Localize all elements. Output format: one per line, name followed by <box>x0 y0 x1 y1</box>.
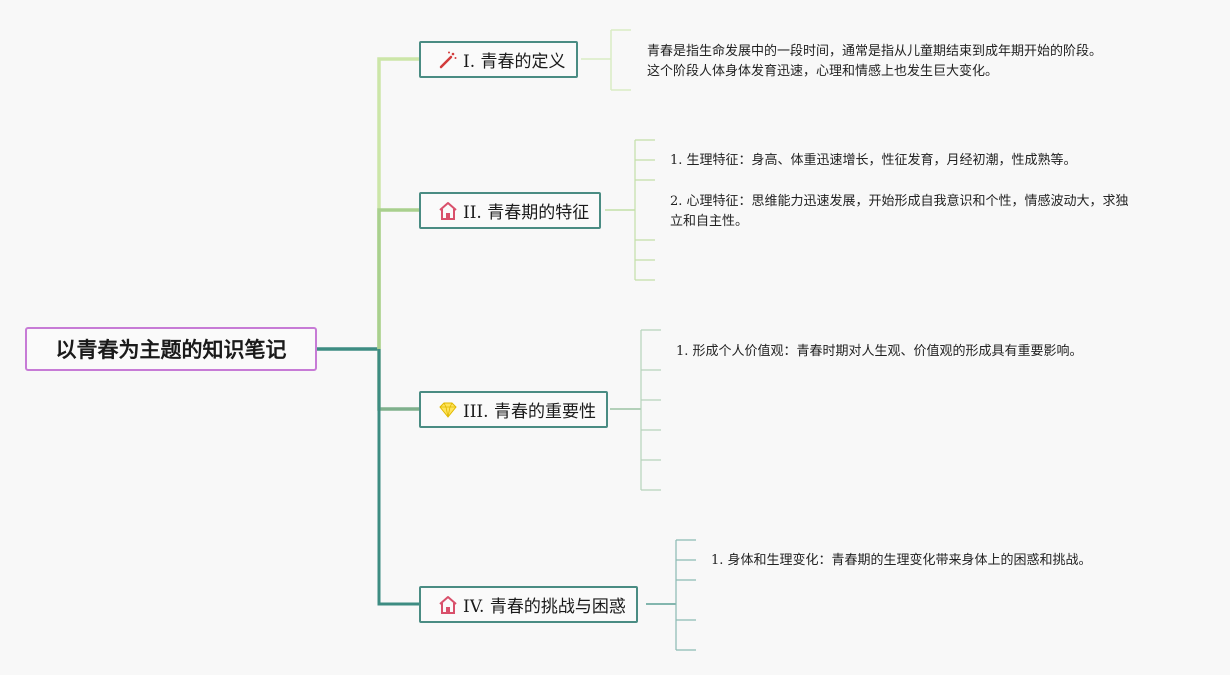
note-1-2: 这个阶段人体身体发育迅速，心理和情感上也发生巨大变化。 <box>647 64 999 79</box>
root-topic[interactable]: 以青春为主题的知识笔记 <box>25 327 317 371</box>
note-4-1: 1. 身体和生理变化：青春期的生理变化带来身体上的困惑和挑战。 <box>711 553 1092 568</box>
note-1-1: 青春是指生命发展中的一段时间，通常是指从儿童期结束到成年期开始的阶段。 <box>647 44 1103 59</box>
note-2-2-cont: 立和自主性。 <box>670 214 749 229</box>
branch-topic-2-label: II. 青春期的特征 <box>463 203 590 223</box>
branch-topic-4-label: IV. 青春的挑战与困惑 <box>463 597 626 617</box>
house-icon <box>437 594 459 616</box>
house-icon <box>437 200 459 222</box>
diamond-icon <box>437 399 459 421</box>
branch-topic-4[interactable]: IV. 青春的挑战与困惑 <box>419 586 638 623</box>
root-topic-label: 以青春为主题的知识笔记 <box>55 338 287 362</box>
note-2-1: 1. 生理特征：身高、体重迅速增长，性征发育，月经初潮，性成熟等。 <box>670 153 1077 168</box>
note-2-2: 2. 心理特征：思维能力迅速发展，开始形成自我意识和个性，情感波动大，求独 <box>670 194 1129 209</box>
branch-topic-1[interactable]: I. 青春的定义 <box>419 41 578 78</box>
branch-topic-2[interactable]: II. 青春期的特征 <box>419 192 602 229</box>
branch-topic-3-label: III. 青春的重要性 <box>463 402 596 422</box>
note-3-1: 1. 形成个人价值观：青春时期对人生观、价值观的形成具有重要影响。 <box>676 344 1083 359</box>
magic-wand-icon <box>437 49 459 71</box>
branch-topic-1-label: I. 青春的定义 <box>463 52 566 72</box>
branch-topic-3[interactable]: III. 青春的重要性 <box>419 391 608 428</box>
